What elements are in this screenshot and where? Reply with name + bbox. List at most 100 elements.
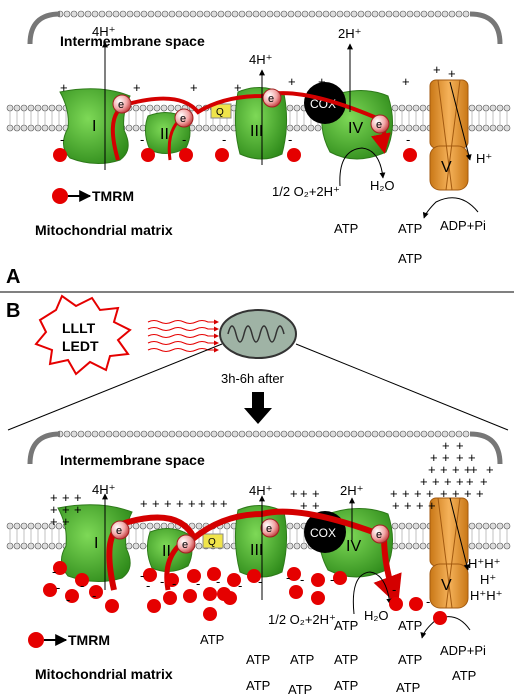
lipid-head [489,124,497,132]
outer-edge-right [469,11,503,45]
lipid-head [55,104,63,112]
lipid-head [468,124,476,132]
outer-lipid [399,10,407,18]
atp-label: ATP [200,632,224,647]
lipid-head [132,542,140,550]
lipid-head [496,124,504,132]
plus-sign: + [402,74,410,89]
minus-sign: - [216,574,220,589]
outer-lipid [378,430,386,438]
lipid-head [195,522,203,530]
matrix-label: Mitochondrial matrix [35,222,173,238]
outer-lipid [147,10,155,18]
plus-sign: + [140,496,148,511]
tmrm-dot [409,597,423,611]
minus-sign: - [196,576,200,591]
complex-i-label-b: I [94,535,98,552]
outer-lipid [336,10,344,18]
h-stack-1: H⁺H⁺ [468,556,501,571]
light-wave [147,333,219,339]
lipid-head [34,522,42,530]
plus-sign: + [288,74,296,89]
minus-sign: - [288,132,292,147]
lipid-head [6,542,14,550]
outer-lipid [441,10,449,18]
minus-sign: - [140,132,144,147]
plus-sign: + [456,450,464,465]
outer-lipid [259,430,267,438]
plus-sign: + [50,502,58,517]
outer-lipid [322,430,330,438]
outer-lipid [308,430,316,438]
plus-sign: + [466,474,474,489]
oxygen-label-b: 1/2 O₂+2H⁺ [268,612,336,627]
lipid-head [195,542,203,550]
lipid-head [195,124,203,132]
tmrm-dot [433,611,447,625]
complex-iv-label-b: IV [346,538,361,555]
outer-lipid [448,430,456,438]
outer-lipid [420,10,428,18]
plus-sign: + [420,474,428,489]
minus-sign: - [426,594,430,609]
outer-lipid [448,10,456,18]
lipid-head [41,542,49,550]
outer-lipid [126,10,134,18]
plus-sign: + [133,80,141,95]
lipid-head [489,104,497,112]
tmrm-dot [389,597,403,611]
outer-lipid [413,10,421,18]
electron-label: e [376,529,382,541]
lipid-head [475,124,483,132]
lipid-head [55,542,63,550]
minus-sign: - [222,132,226,147]
lipid-head [496,104,504,112]
q-box [210,103,232,119]
minus-sign: - [182,132,186,147]
plus-sign: + [440,462,448,477]
lipid-head [20,104,28,112]
mitochondrion-cristae [227,325,285,343]
plus-sign: + [486,462,494,477]
atp-label: ATP [334,652,358,667]
lipid-head [125,542,133,550]
tmrm-dots [53,148,417,162]
oxygen-arrow [339,147,386,187]
outer-edge-left [27,431,61,465]
lipid-head [13,124,21,132]
plus-sign: + [414,486,422,501]
tmrm-dot [203,607,217,621]
tmrm-dot [141,148,155,162]
lipid-head [412,542,420,550]
lipid-head [153,104,161,112]
outer-lipid [175,10,183,18]
atp-label: ATP [288,682,312,697]
atp-label: ATP [396,680,420,695]
h-stack-3: H⁺H⁺ [470,588,503,603]
outer-lipid [427,10,435,18]
lipid-head [34,104,42,112]
outer-lipid [266,430,274,438]
outer-lipid [203,430,211,438]
lipid-head [391,104,399,112]
complex-v-b [429,497,469,609]
outer-lipid [329,10,337,18]
q-label-b: Q [208,537,216,548]
outer-lipid [147,430,155,438]
outer-edge-right [469,431,503,465]
minus-sign: - [172,576,176,591]
outer-lipid [287,10,295,18]
tmrm-dot [105,599,119,613]
tmrm-dot [207,567,221,581]
outer-lipid [273,10,281,18]
minus-sign: - [66,592,70,607]
lipid-head [167,104,175,112]
outer-lipid [161,430,169,438]
outer-lipid [406,430,414,438]
lipid-head [307,124,315,132]
lipid-head [6,124,14,132]
outer-lipid [140,430,148,438]
panel-b: LLLT LEDT 3h-6h after Intermembrane spac… [6,294,511,697]
outer-lipid [343,10,351,18]
lipid-head [286,124,294,132]
